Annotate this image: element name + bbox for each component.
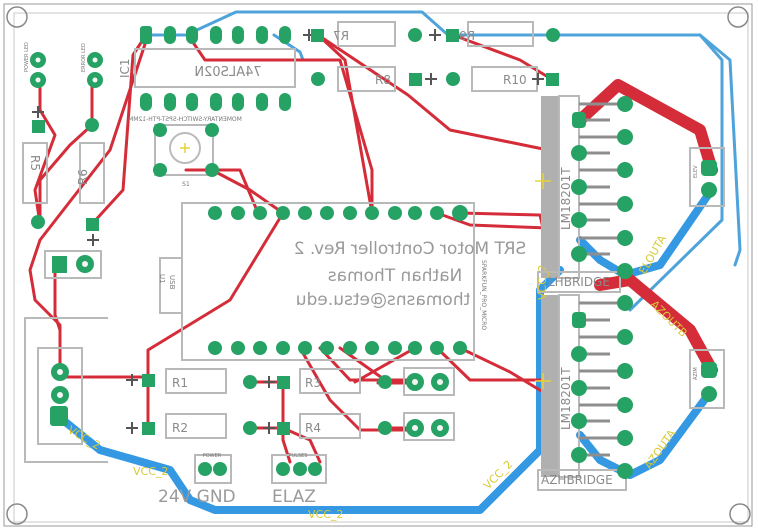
power-jack-outline xyxy=(37,347,83,445)
r2-body xyxy=(165,413,227,439)
r10-label: R10 xyxy=(503,73,527,87)
hbridge-left-label: LHBRIDGE xyxy=(548,275,610,289)
pulses-hdr-outline xyxy=(271,454,327,484)
r3-label: R3 xyxy=(305,376,321,390)
r6-body xyxy=(79,142,105,204)
r1-body xyxy=(165,368,227,394)
hbridge-right-label: AZHBRIDGE xyxy=(541,473,613,487)
led-box xyxy=(44,250,102,279)
r8-label: R8 xyxy=(375,73,391,87)
r7-body xyxy=(337,21,396,47)
mount-hole-br xyxy=(729,503,751,525)
hbridge-right-tab xyxy=(541,295,559,477)
vcc-label-hbridge: VCC_2 xyxy=(536,265,549,300)
hbridge-part-right: LM18201T xyxy=(559,367,573,430)
r4-body xyxy=(299,413,361,439)
ic-label: 74ALS02N xyxy=(194,65,261,80)
ic-pads-top xyxy=(140,26,291,44)
hbridge-part-left: LM18201T xyxy=(559,167,573,230)
power-hdr-label: POWER xyxy=(203,453,222,459)
r9-body xyxy=(467,21,534,47)
hbridge-right-pads xyxy=(571,295,633,479)
error-led-label: ERROR LED xyxy=(81,43,87,72)
mount-hole-tl xyxy=(6,6,28,28)
azim-hdr-label: AZIM xyxy=(693,367,699,380)
vcc-label-bottom: VCC_2 xyxy=(308,508,343,521)
power-connector-label: 24V GND xyxy=(158,487,236,507)
hbridge-right-label-box xyxy=(537,469,627,491)
switch-ref: S1 xyxy=(182,181,190,188)
r4-label: R4 xyxy=(305,421,321,435)
r5-body xyxy=(22,142,48,204)
hdr-top xyxy=(403,367,455,396)
hbridge-left-label-box xyxy=(537,271,621,293)
ic-ref: IC1 xyxy=(118,58,132,78)
switch-button xyxy=(169,132,201,164)
azouta-label: AZOUTA xyxy=(642,427,679,472)
elev-conn-outline xyxy=(689,147,725,207)
vcc-label-jack: VCC_2 xyxy=(66,423,103,452)
r9-label: R9 xyxy=(459,29,475,43)
usb-outline xyxy=(159,257,183,314)
azim-conn-outline xyxy=(689,349,725,409)
top-traces xyxy=(28,33,718,464)
power-led-label: POWER LED xyxy=(24,42,30,72)
power-hdr-outline xyxy=(194,454,232,484)
pads xyxy=(30,26,717,479)
mount-hole-tr xyxy=(727,6,749,28)
r3-body xyxy=(299,368,361,394)
arduino-pads-top xyxy=(208,205,468,221)
usb-label: USB xyxy=(168,275,176,290)
board-email: thomasns@etsu.edu xyxy=(296,290,471,310)
arduino-label: SPARKFUN_PRO_MICRO xyxy=(480,260,487,330)
r7-label: R7 xyxy=(333,29,349,43)
hbridge-left-tab xyxy=(541,96,559,278)
board-author: Nathan Thomas xyxy=(328,266,463,286)
board-title: SRT Motor Controller Rev. 2 xyxy=(294,239,527,259)
mount-hole-bl xyxy=(6,503,28,525)
pulses-hdr-label: PULSES xyxy=(289,453,308,459)
hdr-bottom xyxy=(403,412,455,441)
elaz-connector-label: ELAZ xyxy=(272,487,316,507)
ic-outline xyxy=(134,48,296,88)
vcc-label-bottom-left: VCC_2 xyxy=(133,465,168,478)
elev-hdr-label: ELEV xyxy=(693,165,699,178)
arduino-pads-bottom xyxy=(208,341,467,355)
silkscreen xyxy=(22,21,725,491)
r5-label: R5 xyxy=(28,155,42,171)
u1-label: U1 xyxy=(158,274,166,284)
r2-label: R2 xyxy=(172,421,188,435)
r8-body xyxy=(337,66,396,92)
ic-pads-bottom xyxy=(140,93,291,111)
hbridge-left-pads xyxy=(571,96,633,279)
switch-label: MOMENTARY-SWITCH-SPST-PTH-12MM xyxy=(128,116,242,123)
switch-outline xyxy=(154,124,214,176)
r6-label: R6 xyxy=(76,169,90,185)
r1-label: R1 xyxy=(172,376,188,390)
